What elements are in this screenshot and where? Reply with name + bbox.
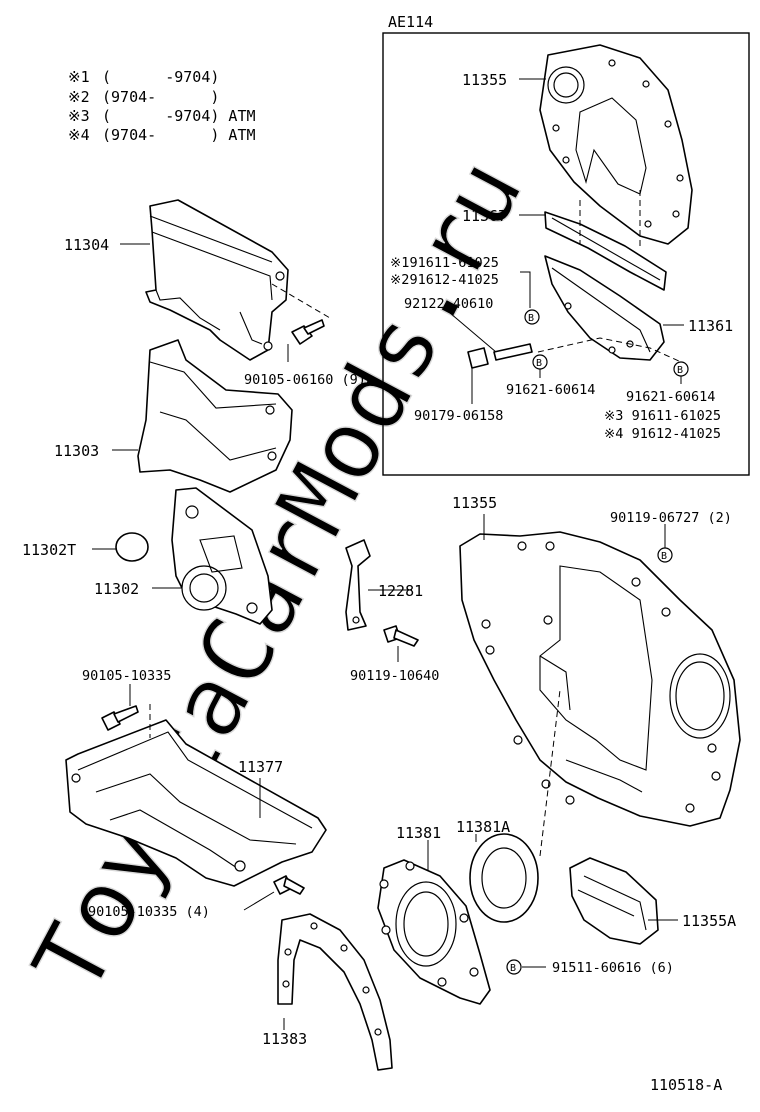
label-91611-61025-a: ※191611-61025 [390, 255, 499, 271]
badge-b-1: B [524, 309, 540, 325]
badge-b-2: B [532, 354, 548, 370]
note-text-3: ( -9704) ATM [102, 107, 256, 125]
note-text-4: (9704- ) ATM [102, 126, 256, 144]
label-11367: 11367 [462, 207, 507, 225]
label-92122-40610: 92122-40610 [404, 296, 493, 312]
label-11302T: 11302T [22, 541, 76, 559]
label-12281: 12281 [378, 582, 423, 600]
label-90119-06727: 90119-06727 (2) [610, 510, 732, 526]
note-mark-3: ※3 [68, 107, 90, 125]
nut-90179 [467, 347, 489, 369]
badge-b-3-letter: B [677, 365, 683, 376]
label-11381A: 11381A [456, 818, 510, 836]
part-11302T [115, 532, 149, 562]
badge-b-3: B [673, 361, 689, 377]
inset-leaders [449, 78, 684, 404]
label-91621-60614-a: 91621-60614 [506, 382, 595, 398]
label-90105-10335-4: 90105-10335 (4) [88, 904, 210, 920]
label-91612-41025-a: ※291612-41025 [390, 272, 499, 288]
note-mark-1: ※1 [68, 68, 90, 86]
part-11361 [544, 255, 665, 361]
part-11303 [137, 339, 293, 493]
label-90179-06158: 90179-06158 [414, 408, 503, 424]
part-11381 [377, 859, 491, 1005]
label-11377: 11377 [238, 758, 283, 776]
part-11355A [569, 857, 659, 945]
stud-92122 [493, 343, 533, 361]
label-91611-61025-b: ※3 91611-61025 [604, 408, 721, 424]
label-91511-60616: 91511-60616 (6) [552, 960, 674, 976]
part-11355-inset [539, 44, 693, 245]
label-11304: 11304 [64, 236, 109, 254]
part-11377 [65, 719, 327, 887]
badge-b-4: B [657, 547, 673, 563]
part-11304 [145, 199, 289, 361]
badge-b-1-letter: B [528, 313, 534, 324]
note-text-2: (9704- ) [102, 88, 219, 106]
main-leaders [92, 243, 678, 1030]
badge-b-5: B [506, 959, 522, 975]
badge-b-5-letter: B [510, 963, 516, 974]
label-11383: 11383 [262, 1030, 307, 1048]
part-12281 [345, 539, 371, 631]
label-91612-41025-b: ※4 91612-41025 [604, 426, 721, 442]
label-11355A: 11355A [682, 912, 736, 930]
label-11381: 11381 [396, 824, 441, 842]
label-91621-60614-b: 91621-60614 [626, 389, 715, 405]
part-11355-main [459, 531, 741, 827]
badge-b-2-letter: B [536, 358, 542, 369]
note-mark-2: ※2 [68, 88, 90, 106]
bolt-90119-10640 [383, 625, 419, 647]
label-90105-10335: 90105-10335 [82, 668, 171, 684]
label-11303: 11303 [54, 442, 99, 460]
part-labels: 11355 11367 ※191611-61025 ※291612-41025 … [22, 71, 736, 1094]
part-11383 [277, 913, 393, 1071]
bolt-90105-06160 [271, 283, 331, 345]
label-11355-main: 11355 [452, 494, 497, 512]
label-11355-inset: 11355 [462, 71, 507, 89]
label-90105-06160: 90105-06160 (9) [244, 372, 366, 388]
part-11302 [171, 487, 273, 625]
inset-title: AE114 [388, 13, 433, 31]
figure-code: 110518-A [650, 1076, 722, 1094]
label-11302: 11302 [94, 580, 139, 598]
badge-b-4-letter: B [661, 551, 667, 562]
inset-frame [382, 32, 750, 476]
part-11381A [469, 689, 561, 923]
part-11367 [544, 211, 667, 291]
notes-block: ※1 ( -9704) ※2 (9704- ) ※3 ( -9704) ATM … [68, 68, 256, 144]
label-11361: 11361 [688, 317, 733, 335]
label-90119-10640: 90119-10640 [350, 668, 439, 684]
note-mark-4: ※4 [68, 126, 90, 144]
bolt-90105-10335-bottom [273, 875, 305, 895]
bolt-90105-10335-top [101, 704, 151, 738]
note-text-1: ( -9704) [102, 68, 219, 86]
